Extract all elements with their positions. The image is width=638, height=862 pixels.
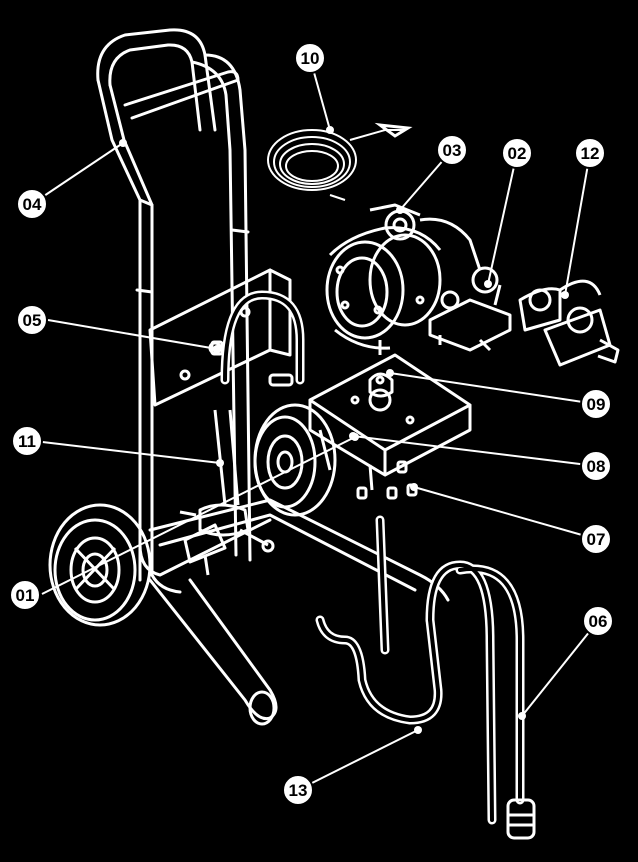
callout-09: 09 — [580, 388, 612, 420]
callout-08-label: 08 — [587, 457, 606, 476]
air-regulator — [428, 266, 512, 352]
callout-04-label: 04 — [23, 195, 42, 214]
leader-13 — [297, 729, 419, 791]
callout-13: 13 — [282, 774, 314, 806]
leader-04 — [31, 142, 124, 205]
callout-03-label: 03 — [443, 141, 462, 160]
callout-01-label: 01 — [16, 586, 35, 605]
right-wheel — [253, 403, 337, 517]
left-wheel — [48, 503, 152, 627]
cart-frame — [96, 28, 450, 726]
leader-09 — [389, 372, 597, 405]
leader-07 — [413, 486, 597, 540]
callout-02: 02 — [501, 137, 533, 169]
callout-09-label: 09 — [587, 395, 606, 414]
callout-04: 04 — [16, 188, 48, 220]
pump-stand — [308, 353, 472, 491]
callouts: 01 02 03 04 05 06 07 08 — [9, 42, 614, 806]
leader-08 — [352, 435, 597, 467]
callout-07: 07 — [580, 523, 612, 555]
callout-11-label: 11 — [18, 432, 36, 451]
leader-01 — [41, 436, 356, 595]
callout-12-label: 12 — [581, 144, 600, 163]
callout-08: 08 — [580, 450, 612, 482]
hose-inner-lines — [223, 292, 522, 822]
callout-11: 11 — [11, 425, 43, 457]
leader-dots — [119, 126, 569, 734]
leader-05 — [47, 319, 218, 350]
callout-02-label: 02 — [508, 144, 527, 163]
leader-12 — [564, 152, 591, 296]
callout-03: 03 — [436, 134, 468, 166]
diaphragm-pump — [325, 203, 482, 355]
leader-lines — [31, 57, 599, 791]
callout-13-label: 13 — [289, 781, 308, 800]
suction-strainer — [506, 798, 536, 840]
lower-pump-assembly — [179, 409, 275, 576]
leader-06 — [521, 620, 599, 717]
callout-10-label: 10 — [301, 49, 320, 68]
callout-12: 12 — [574, 137, 606, 169]
callout-05-label: 05 — [23, 311, 42, 330]
callout-06: 06 — [582, 605, 614, 637]
leader-11 — [33, 440, 221, 464]
callout-07-label: 07 — [587, 530, 606, 549]
ground-wire — [267, 122, 413, 201]
callout-01: 01 — [9, 579, 41, 611]
callout-05: 05 — [16, 304, 48, 336]
callout-10: 10 — [294, 42, 326, 74]
leader-02 — [487, 152, 518, 285]
callout-06-label: 06 — [589, 612, 608, 631]
accessory-regulator — [518, 279, 620, 367]
